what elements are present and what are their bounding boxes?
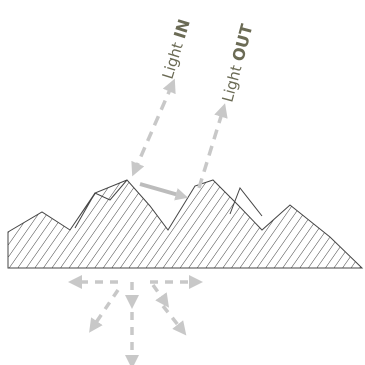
scatter-arrow-down-far-right xyxy=(163,306,182,330)
reflection-arrow xyxy=(140,184,182,196)
light-out-label: Light OUT xyxy=(218,22,257,104)
incoming-light-arrow xyxy=(135,85,172,170)
scattered-light-arrows xyxy=(75,282,196,362)
light-in-label: Light IN xyxy=(158,17,194,81)
outgoing-light-arrow xyxy=(199,110,223,188)
surface-body xyxy=(8,180,362,268)
rough-surface xyxy=(8,180,362,268)
scatter-arrow-down-right xyxy=(153,285,165,302)
scatter-arrow-down-left xyxy=(93,290,118,327)
